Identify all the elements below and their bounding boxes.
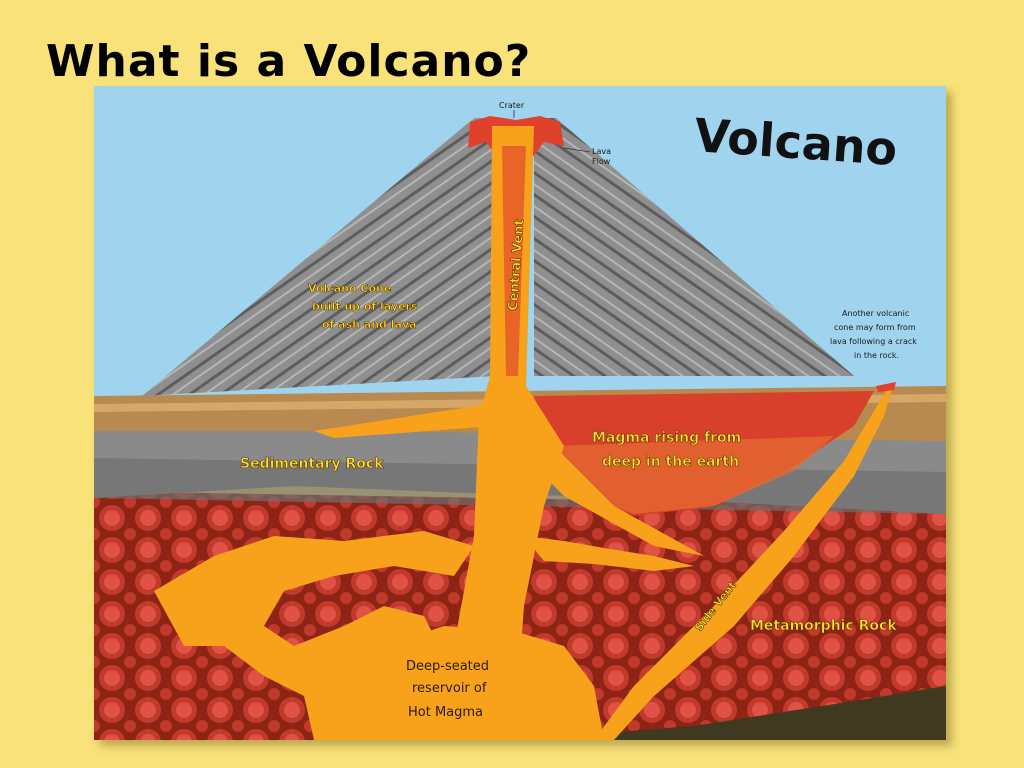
label-another-cone-3: lava following a crack [830,337,917,346]
label-another-cone-4: in the rock. [854,351,899,360]
magma-reservoir-lobe [524,536,694,571]
label-cone-3: of ash and lava [322,318,417,331]
volcano-cone-right [534,118,854,376]
side-vent [594,382,894,740]
label-magma-rising-1: Magma rising from [592,430,741,446]
magma-reservoir-pool [364,626,604,740]
label-another-cone-2: cone may form from [834,323,916,332]
label-magma-rising-2: deep in the earth [602,454,739,470]
label-central-vent: Central Vent [506,219,527,311]
slide-title: What is a Volcano? [46,36,532,87]
magma-rising-glow [554,436,834,514]
central-vent [434,126,564,740]
label-lava-flow-2: Flow [592,157,611,166]
label-metamorphic: Metamorphic Rock [750,618,897,634]
crack-cone [876,382,896,392]
label-reservoir-3: Hot Magma [408,705,483,720]
label-crater: Crater [499,101,525,110]
magma-sill [314,404,494,438]
label-another-cone-1: Another volcanic [842,309,909,318]
label-cone-1: Volcano Cone [308,282,391,295]
label-cone-2: built up of layers [312,300,418,313]
label-lava-flow-1: Lava [592,147,611,156]
volcano-cone-left [142,118,496,396]
magma-branch-right [534,426,704,556]
volcano-diagram-svg: Volcano Crater Lava Flow Central Vent Vo… [94,86,946,740]
label-sedimentary: Sedimentary Rock [240,456,384,472]
label-reservoir-2: reservoir of [412,681,487,696]
label-reservoir-1: Deep-seated [406,659,489,674]
volcano-diagram: Volcano Crater Lava Flow Central Vent Vo… [94,86,946,740]
central-vent-core [502,146,526,376]
